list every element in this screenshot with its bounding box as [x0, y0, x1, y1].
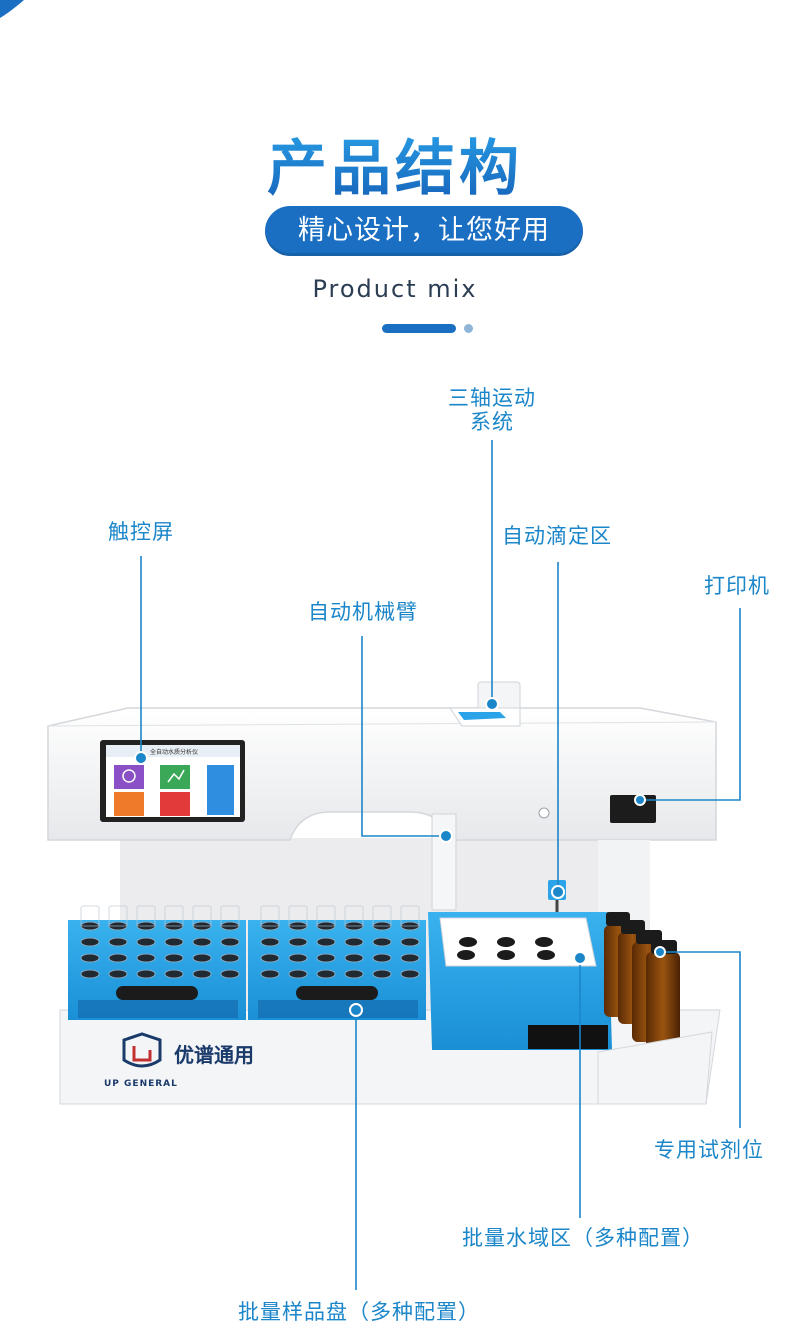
- label-auto-titration: 自动滴定区: [502, 524, 612, 548]
- callout-line-reagent: [660, 951, 741, 1128]
- sample-vials: [80, 921, 420, 979]
- corner-decoration: [0, 0, 24, 18]
- tagline-pill: 精心设计，让您好用: [265, 206, 583, 256]
- brand-name: 优谱通用: [174, 1043, 254, 1067]
- label-reagent-position: 专用试剂位: [654, 1138, 764, 1162]
- reagent-bottles: [604, 912, 680, 1052]
- robot-arm-post: [431, 813, 457, 911]
- title-dash-divider: [382, 324, 456, 333]
- page-title: 产品结构: [0, 120, 790, 207]
- brand-logo-mark: [122, 1032, 162, 1068]
- label-printer: 打印机: [704, 574, 770, 598]
- title-dot-divider: [464, 324, 473, 333]
- brand-sub: UP GENERAL: [104, 1079, 178, 1089]
- label-water-bath: 批量水域区（多种配置）: [462, 1226, 704, 1250]
- label-three-axis-line1: 三轴运动: [448, 386, 536, 410]
- page-subtitle: Product mix: [312, 275, 478, 303]
- callout-line-printer: [640, 608, 741, 801]
- screen-title: 全自动水质分析仪: [150, 748, 198, 756]
- label-three-axis-line2: 系统: [470, 410, 514, 434]
- label-touch-screen: 触控屏: [108, 520, 174, 544]
- label-three-axis: 三轴运动 系统: [432, 386, 552, 434]
- label-robot-arm: 自动机械臂: [308, 600, 418, 624]
- callout-line-robot-arm: [361, 636, 446, 837]
- label-sample-tray: 批量样品盘（多种配置）: [238, 1300, 480, 1324]
